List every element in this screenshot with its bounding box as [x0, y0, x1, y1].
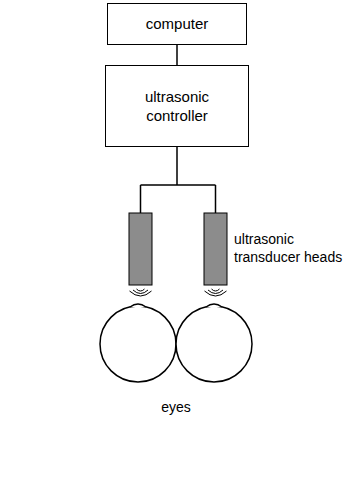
cable: [141, 147, 216, 213]
box-label: computer: [146, 14, 209, 34]
ultrasound-wave: [130, 289, 152, 296]
transducer-head: [204, 213, 227, 285]
box-label: ultrasonic controller: [115, 87, 239, 126]
cornea: [206, 304, 222, 307]
transducer-head: [129, 213, 152, 285]
eye: [100, 306, 176, 382]
process-box: computer: [107, 3, 247, 45]
connector-line: [176, 45, 178, 65]
ultrasound-wave: [205, 289, 227, 296]
process-box: ultrasonic controller: [105, 65, 249, 147]
cornea: [130, 304, 146, 307]
part-label: ultrasonic transducer heads: [234, 230, 348, 266]
eye: [176, 306, 252, 382]
figure-label: eyes: [161, 398, 191, 416]
